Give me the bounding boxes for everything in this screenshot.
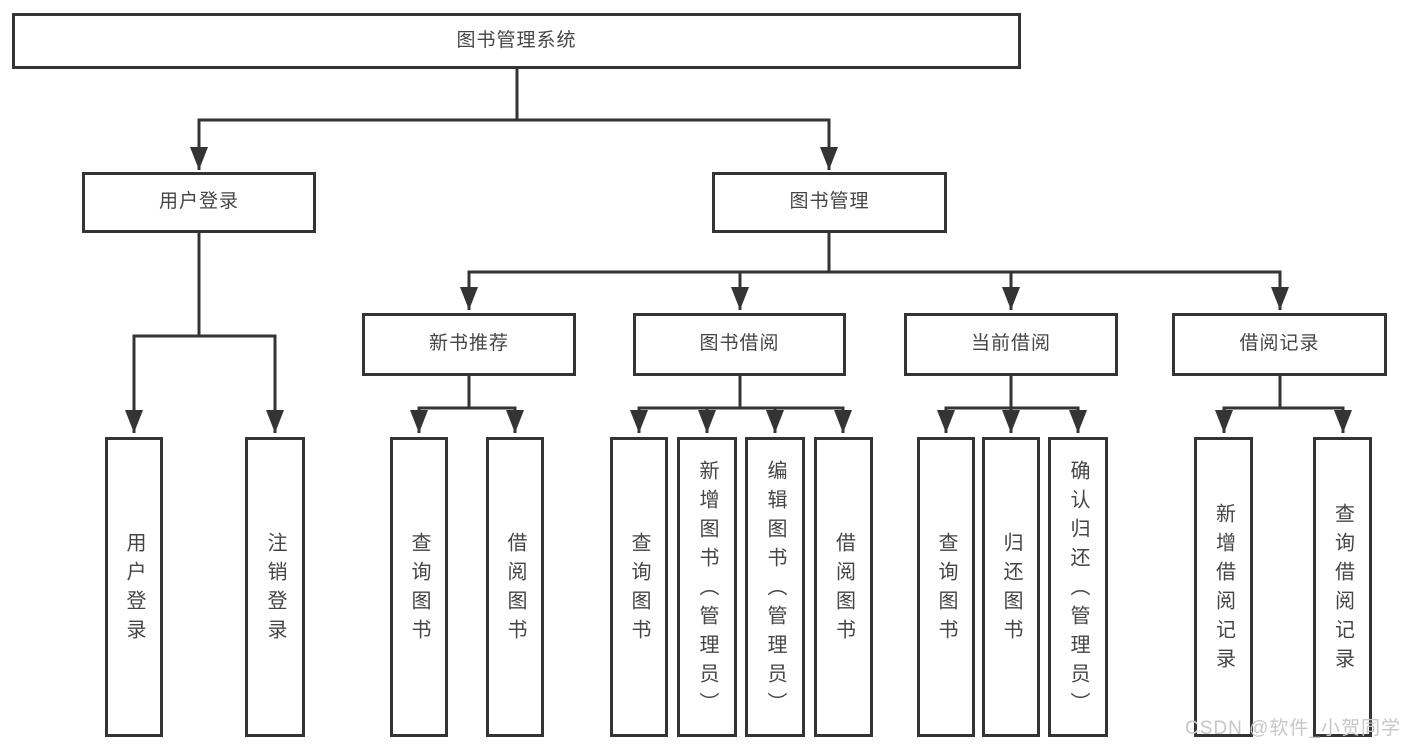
connector-user-login-group [125, 233, 284, 433]
leaf-records-add: 新增借阅记录 [1194, 437, 1253, 737]
leaf-records-query: 查询借阅记录 [1313, 437, 1372, 737]
leaf-user-login-label: 用户登录 [123, 532, 145, 648]
connector-book-borrow-trunk [637, 376, 845, 410]
leaf-borrow-query-label: 查询图书 [628, 532, 650, 648]
connector-book-mgmt-group [460, 233, 1289, 310]
leaf-borrow-book: 借阅图书 [814, 437, 873, 737]
leaf-new-books-borrow-label: 借阅图书 [504, 532, 526, 648]
connector-current-borrow-group [937, 376, 1087, 433]
node-current-borrow: 当前借阅 [904, 313, 1118, 376]
leaf-borrow-book-label: 借阅图书 [832, 532, 855, 648]
connector-root-group [190, 66, 838, 170]
leaf-borrow-edit-label: 编辑图书（管理员） [764, 459, 786, 721]
leaf-logout-label: 注销登录 [264, 532, 286, 648]
node-borrow-records: 借阅记录 [1172, 313, 1387, 376]
connector-book-mgmt-trunk [467, 233, 1282, 274]
watermark-text: CSDN @软件_小贺同学 [1185, 718, 1401, 739]
node-book-mgmt-label: 图书管理 [789, 191, 870, 213]
node-user-login-label: 用户登录 [158, 191, 239, 213]
node-user-login: 用户登录 [82, 172, 316, 233]
connector-new-books-group [410, 376, 524, 433]
leaf-current-return: 归还图书 [982, 437, 1040, 737]
connector-current-borrow-trunk [944, 376, 1080, 410]
node-root-label: 图书管理系统 [456, 29, 577, 51]
leaf-current-query-label: 查询图书 [935, 532, 957, 648]
leaf-new-books-query-label: 查询图书 [408, 532, 430, 648]
node-current-borrow-label: 当前借阅 [970, 333, 1051, 355]
leaf-current-confirm: 确认归还（管理员） [1048, 437, 1108, 737]
leaf-records-add-label: 新增借阅记录 [1212, 503, 1235, 677]
leaf-logout: 注销登录 [245, 437, 305, 737]
connector-borrow-records-trunk [1222, 376, 1345, 410]
connector-user-login-trunk [132, 233, 277, 338]
leaf-borrow-query: 查询图书 [610, 437, 668, 737]
node-new-books: 新书推荐 [362, 313, 576, 376]
leaf-new-books-borrow: 借阅图书 [486, 437, 544, 737]
leaf-user-login: 用户登录 [105, 437, 163, 737]
node-borrow-records-label: 借阅记录 [1239, 333, 1320, 355]
connector-new-books-trunk [417, 376, 517, 410]
leaf-current-confirm-label: 确认归还（管理员） [1067, 459, 1089, 721]
leaf-borrow-add-label: 新增图书（管理员） [696, 459, 718, 721]
connector-root-trunk [197, 66, 831, 122]
node-book-borrow-label: 图书借阅 [699, 333, 780, 355]
leaf-records-query-label: 查询借阅记录 [1331, 503, 1354, 677]
connector-borrow-records-group [1215, 376, 1352, 433]
connector-book-borrow-group [630, 376, 852, 433]
node-root: 图书管理系统 [12, 13, 1021, 69]
node-new-books-label: 新书推荐 [428, 333, 509, 355]
leaf-current-return-label: 归还图书 [1000, 532, 1022, 648]
leaf-borrow-add: 新增图书（管理员） [677, 437, 737, 737]
leaf-new-books-query: 查询图书 [390, 437, 448, 737]
node-book-borrow: 图书借阅 [633, 313, 846, 376]
leaf-borrow-edit: 编辑图书（管理员） [745, 437, 805, 737]
leaf-current-query: 查询图书 [917, 437, 975, 737]
node-book-mgmt: 图书管理 [712, 172, 947, 233]
